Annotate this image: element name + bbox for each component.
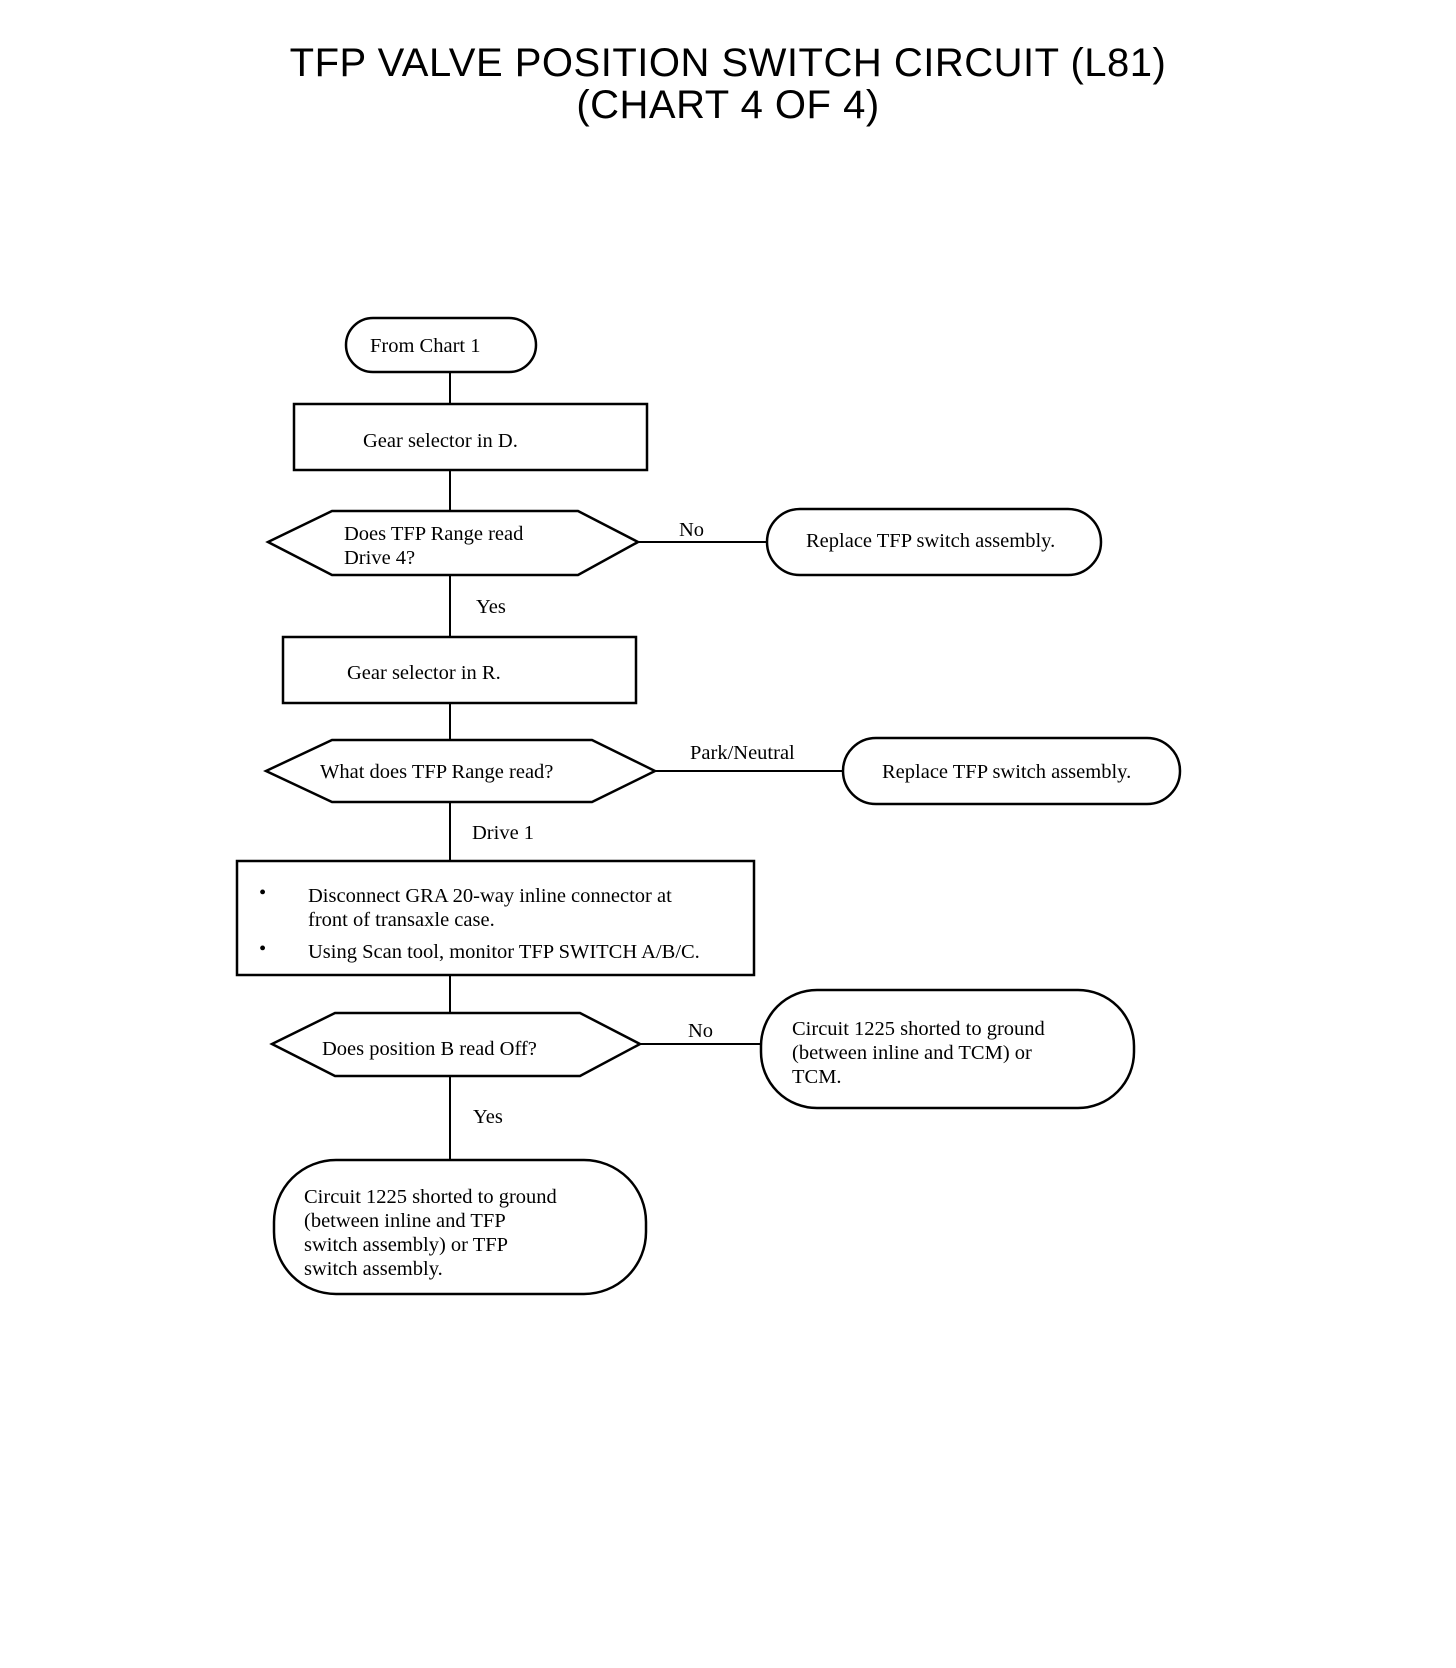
process-box-gear-d-label: Gear selector in D. xyxy=(363,430,518,452)
decision-position-b-label: Does position B read Off? xyxy=(322,1038,537,1060)
start-terminal xyxy=(344,316,538,374)
decision-position-b xyxy=(269,1011,643,1078)
step3-item1-line2: front of transaxle case. xyxy=(308,909,495,931)
edge-label-no-2: No xyxy=(688,1020,713,1042)
terminal-circuit-tcm-line3: TCM. xyxy=(792,1066,842,1088)
step3-item1-line1: Disconnect GRA 20-way inline connector a… xyxy=(308,885,672,907)
process-box-gear-r xyxy=(281,635,638,705)
decision-drive4-line1: Does TFP Range read xyxy=(344,523,523,545)
terminal-circuit-tcm xyxy=(759,988,1136,1110)
terminal-circuit-tcm-line1: Circuit 1225 shorted to ground xyxy=(792,1018,1045,1040)
decision-tfp-range xyxy=(263,738,658,804)
terminal-circuit-tfp-line1: Circuit 1225 shorted to ground xyxy=(304,1186,557,1208)
bullet-2: • xyxy=(259,938,266,960)
start-terminal-label: From Chart 1 xyxy=(370,335,480,357)
terminal-circuit-tfp-line4: switch assembly. xyxy=(304,1258,443,1280)
bullet-1: • xyxy=(259,882,266,904)
decision-drive4 xyxy=(265,509,641,577)
terminal-replace-switch-2 xyxy=(841,736,1182,806)
decision-tfp-range-label: What does TFP Range read? xyxy=(320,761,553,783)
terminal-circuit-tfp xyxy=(272,1158,648,1296)
terminal-circuit-tfp-line3: switch assembly) or TFP xyxy=(304,1234,508,1256)
diagram-title: TFP VALVE POSITION SWITCH CIRCUIT (L81) xyxy=(289,41,1167,85)
terminal-replace-switch-1 xyxy=(765,507,1103,577)
terminal-replace-switch-2-label: Replace TFP switch assembly. xyxy=(882,761,1131,783)
process-box-gear-r-label: Gear selector in R. xyxy=(347,662,501,684)
terminal-circuit-tcm-line2: (between inline and TCM) or xyxy=(792,1042,1032,1064)
diagram-subtitle: (CHART 4 OF 4) xyxy=(576,83,880,127)
terminal-circuit-tfp-line2: (between inline and TFP xyxy=(304,1210,506,1232)
edge-label-drive1: Drive 1 xyxy=(472,822,534,844)
connectors xyxy=(449,372,843,1161)
edge-label-park-neutral: Park/Neutral xyxy=(690,742,795,764)
process-box-gear-d xyxy=(292,402,649,472)
process-box-disconnect xyxy=(235,859,756,977)
edge-label-no-1: No xyxy=(679,519,704,541)
edge-label-yes-2: Yes xyxy=(473,1106,503,1128)
step3-item2: Using Scan tool, monitor TFP SWITCH A/B/… xyxy=(308,941,700,963)
edge-label-yes-1: Yes xyxy=(476,596,506,618)
terminal-replace-switch-1-label: Replace TFP switch assembly. xyxy=(806,530,1055,552)
decision-drive4-line2: Drive 4? xyxy=(344,547,415,569)
